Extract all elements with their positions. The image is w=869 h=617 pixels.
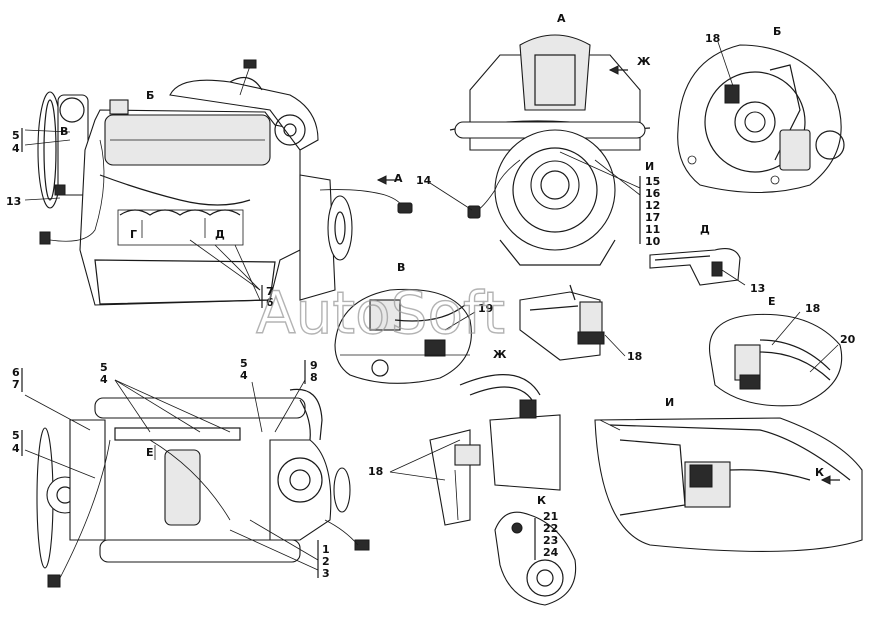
front-view-labels: А Ж И 14 15 16 12 17 11 10 xyxy=(416,12,661,248)
callout-a-arrow-label: А xyxy=(394,172,403,185)
view-e-labels: Е 18 20 xyxy=(768,295,856,346)
view-d-labels: Д 13 xyxy=(700,223,765,295)
view-d-title: Д xyxy=(700,223,710,236)
callout-e-label: Е xyxy=(146,446,154,459)
arrow-zh-label: Ж xyxy=(637,55,651,68)
callout-v-label: В xyxy=(60,125,68,138)
part-14-label: 14 xyxy=(416,174,432,187)
view-v-part-18: 18 xyxy=(627,350,642,363)
view-b-labels: Б 18 xyxy=(705,25,781,45)
top-mid-part-5: 5 xyxy=(100,361,108,374)
view-a-title: А xyxy=(557,12,566,25)
top-part-1: 1 xyxy=(322,543,330,556)
view-v-detail xyxy=(334,288,476,384)
engine-front-view-a xyxy=(429,34,651,266)
top-part-6: 6 xyxy=(12,366,20,379)
view-zh-part-18: 18 xyxy=(368,465,383,478)
view-e-part-20: 20 xyxy=(840,333,856,346)
part-15-label: 15 xyxy=(645,175,660,188)
view-i-title: И xyxy=(665,396,674,409)
callout-i-label: И xyxy=(645,160,654,173)
callout-g-label: Г xyxy=(130,228,137,241)
part-13-label: 13 xyxy=(6,195,21,208)
callout-d-label: Д xyxy=(215,228,225,241)
top-part-2: 2 xyxy=(322,555,330,568)
top-part-8: 8 xyxy=(310,371,318,384)
part-7-label: 7 xyxy=(266,285,274,298)
engine-top-view xyxy=(21,360,370,588)
part-12-label: 12 xyxy=(645,199,660,212)
view-v-labels: В 19 xyxy=(397,261,493,315)
view-e-detail xyxy=(708,311,843,407)
view-k-part-23: 23 xyxy=(543,534,558,547)
engine-side-view xyxy=(21,59,413,308)
part-4-label: 4 xyxy=(12,142,20,155)
part-16-label: 16 xyxy=(645,187,661,200)
part-17-label: 17 xyxy=(645,211,660,224)
view-i-labels: И К xyxy=(665,396,824,479)
view-d-detail xyxy=(649,248,746,286)
view-zh-title: Ж xyxy=(493,348,507,361)
top-mid-part-4: 4 xyxy=(100,373,108,386)
view-b-detail xyxy=(677,41,845,193)
view-d-part-13: 13 xyxy=(750,282,765,295)
top-mid2-part-4: 4 xyxy=(240,369,248,382)
view-v-sensor-labels: 18 xyxy=(627,350,642,363)
view-k-detail xyxy=(494,511,577,606)
watermark: AutoSoft xyxy=(256,279,505,347)
view-k-labels: К 21 22 23 24 xyxy=(537,494,559,559)
view-e-part-18: 18 xyxy=(805,302,820,315)
view-zh-detail xyxy=(389,374,561,526)
view-e-title: Е xyxy=(768,295,776,308)
arrow-k-label: К xyxy=(815,466,824,479)
part-6-label: 6 xyxy=(266,296,274,309)
top-part-7: 7 xyxy=(12,378,20,391)
view-i-detail xyxy=(594,417,863,552)
view-zh-labels: Ж 18 xyxy=(368,348,507,478)
top-view-labels: Е 6 7 5 4 5 4 5 4 9 8 1 2 3 xyxy=(12,357,330,580)
view-b-title: Б xyxy=(773,25,781,38)
part-10-label: 10 xyxy=(645,235,661,248)
top-part-4: 4 xyxy=(12,442,20,455)
view-v-sensor-detail xyxy=(519,284,626,361)
callout-b-label: Б xyxy=(146,89,154,102)
top-mid2-part-5: 5 xyxy=(240,357,248,370)
view-k-part-24: 24 xyxy=(543,546,559,559)
top-part-5: 5 xyxy=(12,429,20,442)
view-k-part-21: 21 xyxy=(543,510,558,523)
view-v-part-19: 19 xyxy=(478,302,493,315)
part-5-label: 5 xyxy=(12,129,20,142)
top-part-9: 9 xyxy=(310,359,318,372)
part-11-label: 11 xyxy=(645,223,660,236)
view-v-title: В xyxy=(397,261,405,274)
view-b-part-18: 18 xyxy=(705,32,720,45)
main-view-labels: Б В Г Д А 5 4 13 7 6 xyxy=(6,89,403,309)
top-part-3: 3 xyxy=(322,567,330,580)
view-k-part-22: 22 xyxy=(543,522,558,535)
view-k-title: К xyxy=(537,494,546,507)
